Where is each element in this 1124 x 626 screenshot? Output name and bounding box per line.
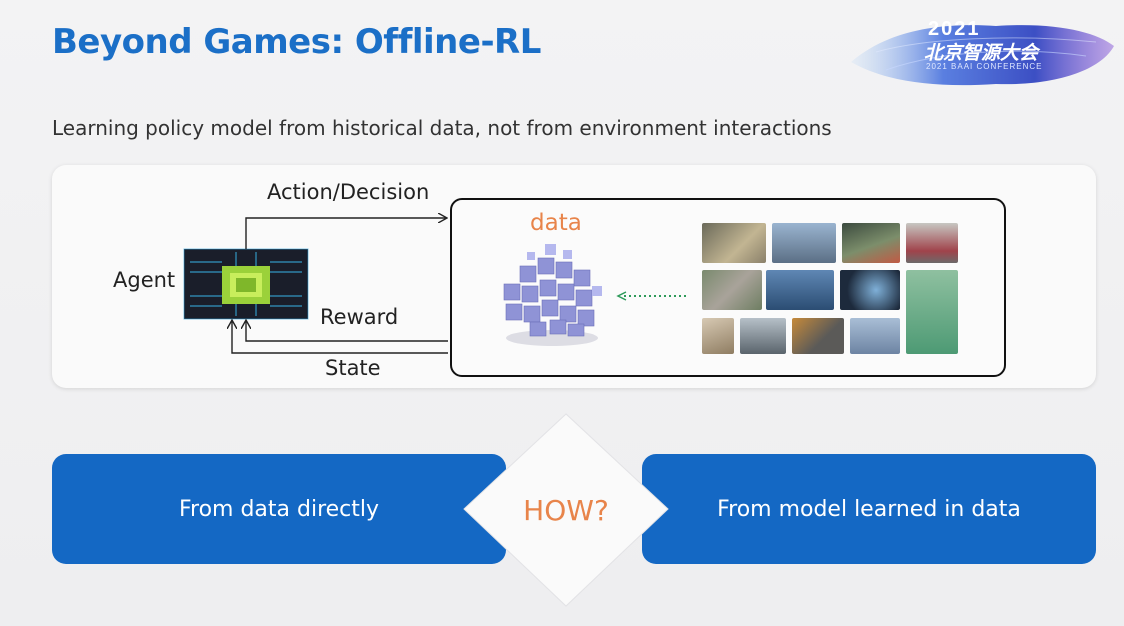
- data-image-network: [840, 270, 900, 310]
- slide-subtitle: Learning policy model from historical da…: [52, 116, 832, 140]
- from-model-label: From model learned in data: [717, 496, 1021, 522]
- logo-year: 2021: [928, 18, 981, 40]
- data-image-trains: [906, 223, 958, 263]
- from-data-directly-label: From data directly: [178, 496, 380, 522]
- data-image-wind: [702, 318, 734, 354]
- logo-name: 北京智源大会: [924, 43, 1039, 64]
- from-model-box: From model learned in data: [642, 454, 1096, 564]
- data-image-road: [842, 223, 900, 263]
- data-image-power-tower: [772, 223, 836, 263]
- data-image-traffic: [740, 318, 786, 354]
- reward-label: Reward: [320, 305, 399, 329]
- data-image-drone: [850, 318, 900, 354]
- state-label: State: [325, 356, 381, 380]
- data-label: data: [530, 210, 582, 236]
- how-label: HOW?: [523, 494, 609, 527]
- data-image-warehouse: [702, 223, 766, 263]
- data-image-map: [702, 270, 762, 310]
- conference-logo: [851, 25, 1114, 86]
- agent-label: Agent: [113, 268, 176, 292]
- data-image-ads-poster: [906, 270, 958, 354]
- from-data-directly-box: From data directly: [52, 454, 506, 564]
- action-label: Action/Decision: [267, 180, 430, 204]
- data-image-factory: [792, 318, 844, 354]
- logo-subtitle: 2021 BAAI CONFERENCE: [926, 62, 1043, 71]
- data-cube-icon: [503, 244, 602, 346]
- data-image-aircraft: [766, 270, 834, 310]
- slide-title: Beyond Games: Offline-RL: [52, 22, 541, 62]
